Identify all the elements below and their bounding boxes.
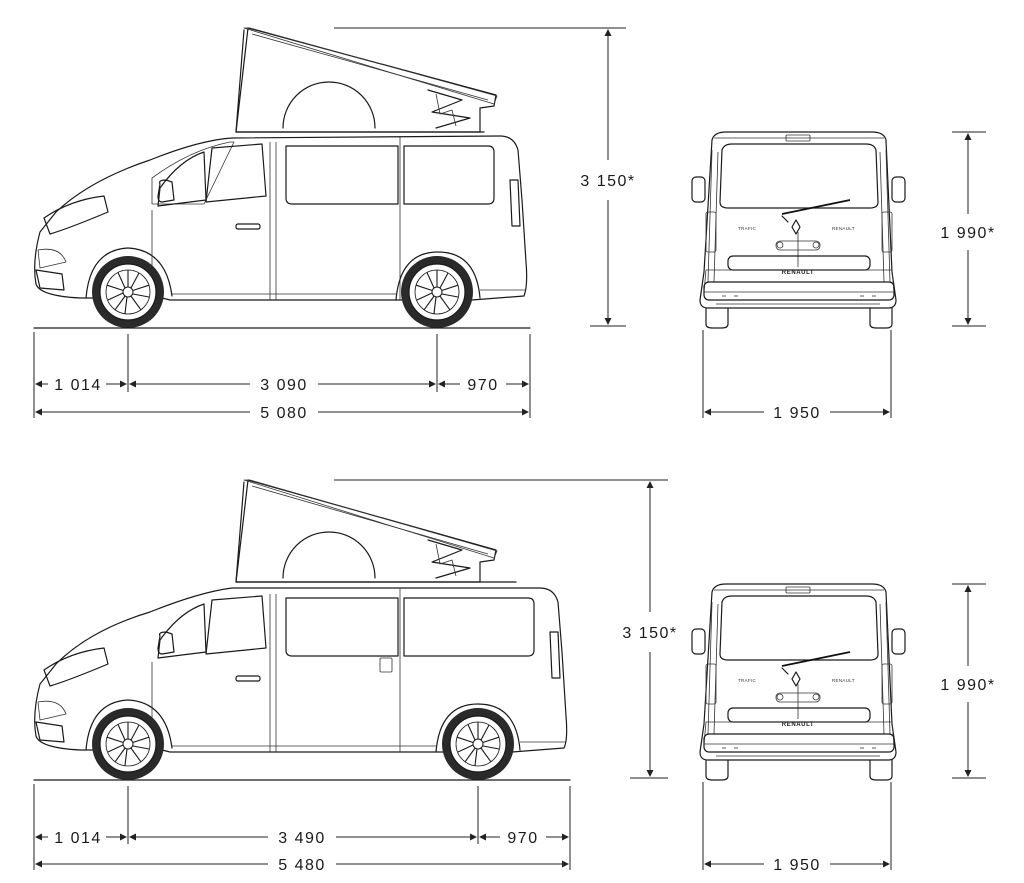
rear-view-long: TRAFIC RENAULT RENAULT 1 990* 1 950 [691,583,995,874]
overall-length-label: 5 080 [260,405,308,422]
rear-view-standard: TRAFIC RENAULT RENAULT 1 990* 1 950 [691,131,995,422]
badge-brand: RENAULT [832,226,855,231]
front-overhang-label: 1 014 [54,377,102,394]
rear-height-label: 1 990* [940,677,995,694]
popup-roof [235,27,498,133]
side-view-standard: 1 014 3 090 970 5 080 3 150* [33,27,635,422]
side-view-long: 1 014 3 490 970 5 480 3 150* [33,479,677,874]
length-dimensions: 1 014 3 490 970 5 480 [33,784,571,874]
overall-length-label: 5 480 [278,857,326,874]
rear-width-label: 1 950 [773,405,821,422]
van-body-side [34,135,528,301]
rear-overhang-label: 970 [507,830,538,847]
plate-text: RENAULT [782,722,814,728]
badge-model: TRAFIC [738,226,756,231]
badge-brand: RENAULT [832,678,855,683]
rear-wheel [441,707,515,781]
rear-height-label: 1 990* [940,225,995,242]
roof-open-height-label: 3 150* [580,173,635,190]
front-wheel [91,707,165,781]
van-body-side [34,587,568,753]
wheelbase-label: 3 490 [278,830,326,847]
length-dimensions: 1 014 3 090 970 5 080 [33,332,531,422]
height-dimension-side: 3 150* [334,479,677,779]
wheelbase-label: 3 090 [260,377,308,394]
front-overhang-label: 1 014 [54,830,102,847]
rear-overhang-label: 970 [467,377,498,394]
rear-wheel [400,255,474,329]
height-dimension-side: 3 150* [334,27,635,327]
badge-model: TRAFIC [738,678,756,683]
plate-text: RENAULT [782,270,814,276]
roof-open-height-label: 3 150* [622,625,677,642]
rear-width-label: 1 950 [773,857,821,874]
front-wheel [91,255,165,329]
popup-roof [235,479,517,583]
